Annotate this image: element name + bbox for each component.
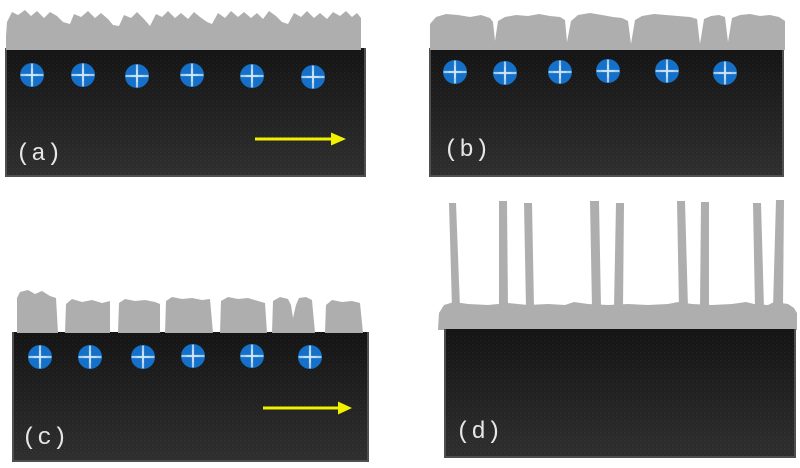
substrate-texture [445, 329, 795, 457]
positive-ion-icon [178, 61, 206, 89]
island [220, 297, 267, 333]
substrate-edge [429, 48, 784, 177]
positive-ion-icon [123, 62, 151, 90]
panel-d: (d) [438, 200, 797, 458]
positive-ion-icon [546, 58, 574, 86]
nanowire [753, 203, 764, 308]
positive-ion-icon [69, 61, 97, 89]
substrate-edge [12, 332, 369, 462]
island [272, 297, 315, 333]
island [165, 297, 213, 333]
nanowire [700, 202, 709, 308]
positive-ion-icon [299, 63, 327, 91]
panel-b-label: (b) [444, 137, 490, 164]
substrate-edge [5, 48, 366, 177]
panel-c-label: (c) [22, 425, 68, 452]
positive-ion-icon [296, 343, 324, 371]
right-arrow-icon [255, 132, 346, 146]
cracked-film-layer [430, 13, 785, 50]
panel-a-label: (a) [16, 141, 62, 168]
positive-ion-icon [26, 343, 54, 371]
nanowire [449, 203, 460, 308]
nanowire [614, 203, 624, 308]
panel-b: (b) [429, 13, 785, 177]
panel-c: (c) [12, 290, 369, 462]
positive-ion-icon [76, 343, 104, 371]
positive-ion-icon [653, 57, 681, 85]
island [325, 300, 363, 333]
positive-ion-icon [238, 62, 266, 90]
panel-d-label: (d) [456, 419, 502, 446]
base-layer [438, 302, 797, 330]
panel-a: (a) [5, 10, 366, 177]
positive-ion-icon [179, 342, 207, 370]
nanowire [524, 203, 534, 308]
positive-ion-icon [238, 342, 266, 370]
island [65, 299, 110, 333]
positive-ion-icon [18, 61, 46, 89]
positive-ion-icon [711, 59, 739, 87]
nanowire [677, 201, 688, 308]
positive-ion-icon [594, 57, 622, 85]
arrow-head [331, 132, 346, 146]
arrow-head [338, 401, 352, 415]
nanowire [590, 201, 601, 308]
nanowire [499, 201, 508, 308]
positive-ion-icon [129, 343, 157, 371]
positive-ion-icon [441, 58, 469, 86]
rough-film-layer [6, 10, 361, 50]
island [17, 290, 58, 333]
positive-ion-icon [491, 59, 519, 87]
substrate-edge [444, 329, 796, 458]
nanowire-array [449, 200, 784, 308]
right-arrow-icon [263, 401, 352, 415]
island-layer [17, 290, 363, 333]
island [118, 299, 160, 333]
nanowire [773, 200, 784, 308]
